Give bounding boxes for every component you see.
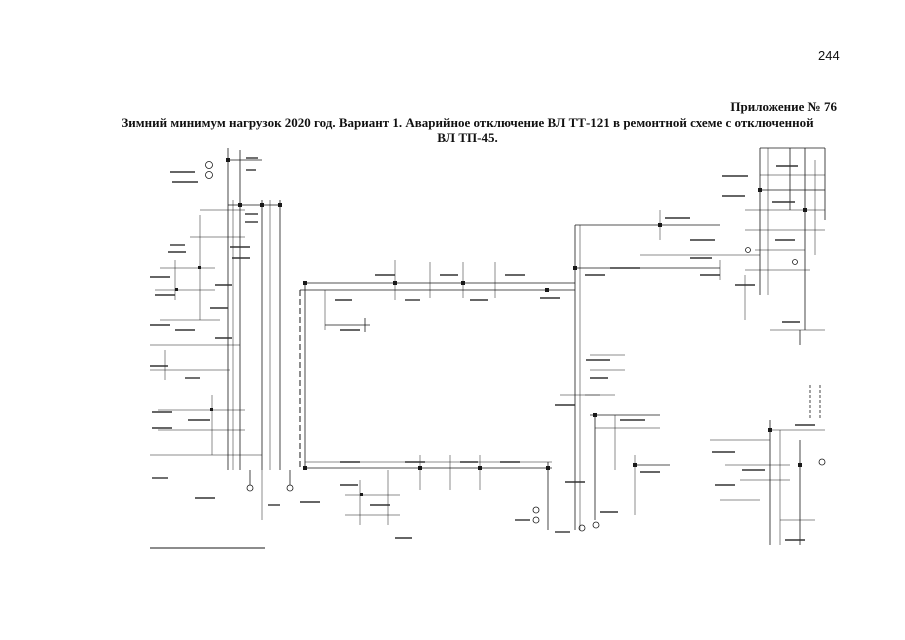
annotation-marks (150, 157, 815, 541)
title-line-1: Зимний минимум нагрузок 2020 год. Вариан… (121, 115, 814, 130)
page-number: 244 (818, 48, 840, 63)
title-line-2: ВЛ ТП-45. (437, 130, 498, 145)
appendix-label: Приложение № 76 (730, 99, 837, 114)
right-section (710, 147, 826, 545)
left-section (150, 148, 294, 549)
breaker-marks (175, 158, 807, 496)
center-right-section (560, 210, 760, 532)
page-title: Зимний минимум нагрузок 2020 год. Вариан… (110, 115, 825, 145)
